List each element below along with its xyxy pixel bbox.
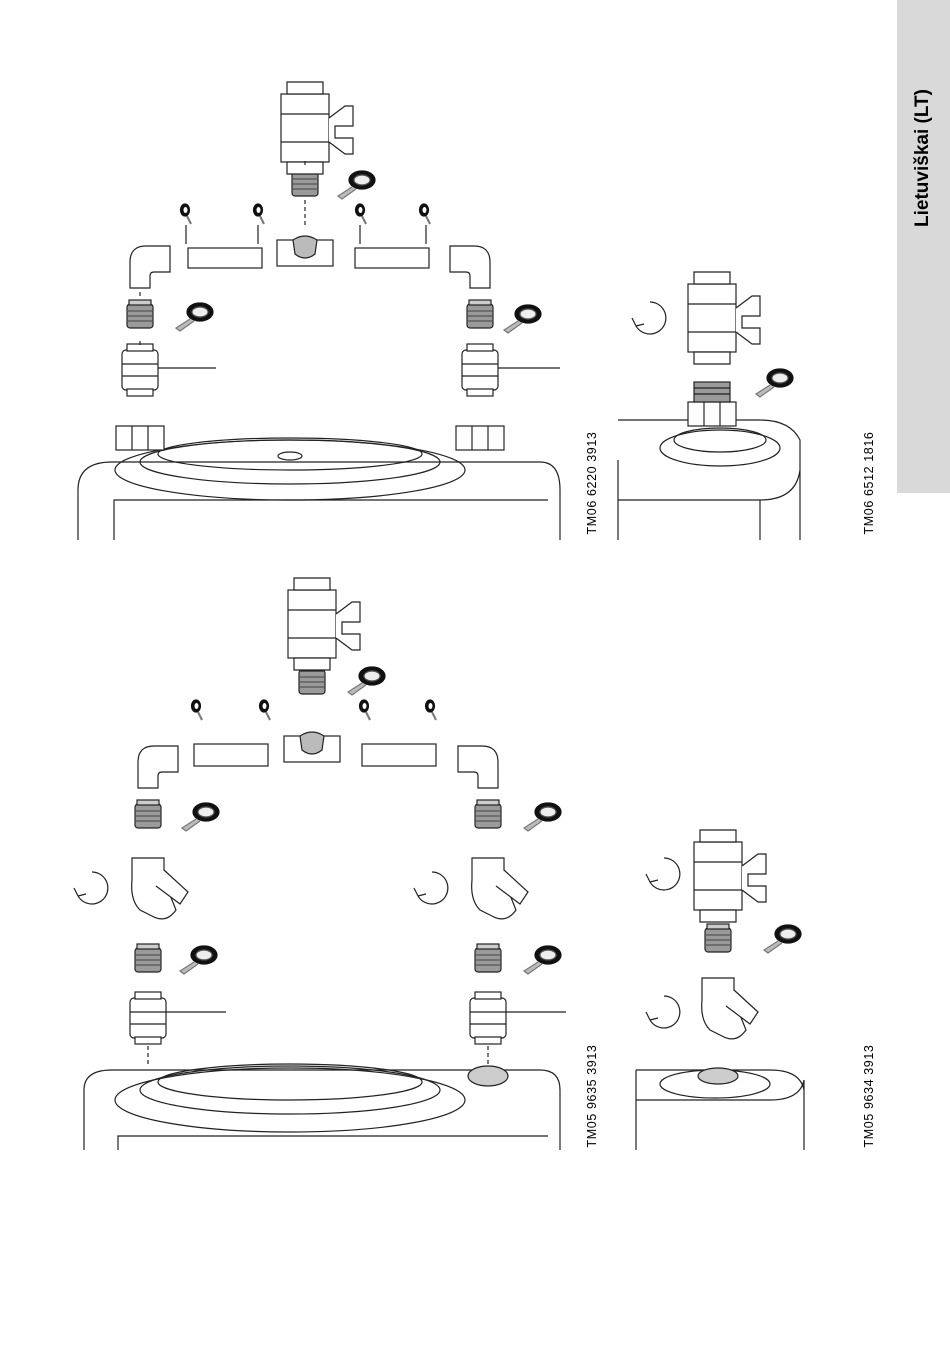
figure-code-1: TM06 6220 3913	[585, 432, 599, 535]
figure-3-drawing	[74, 578, 566, 1150]
figure-code-2: TM06 6512 1816	[862, 432, 876, 535]
figure-code-3: TM05 9635 3913	[585, 1045, 599, 1148]
figure-2-drawing	[618, 272, 800, 540]
figure-4-drawing	[636, 830, 804, 1150]
figure-code-4: TM05 9634 3913	[862, 1045, 876, 1148]
figure-1-drawing	[78, 82, 560, 540]
